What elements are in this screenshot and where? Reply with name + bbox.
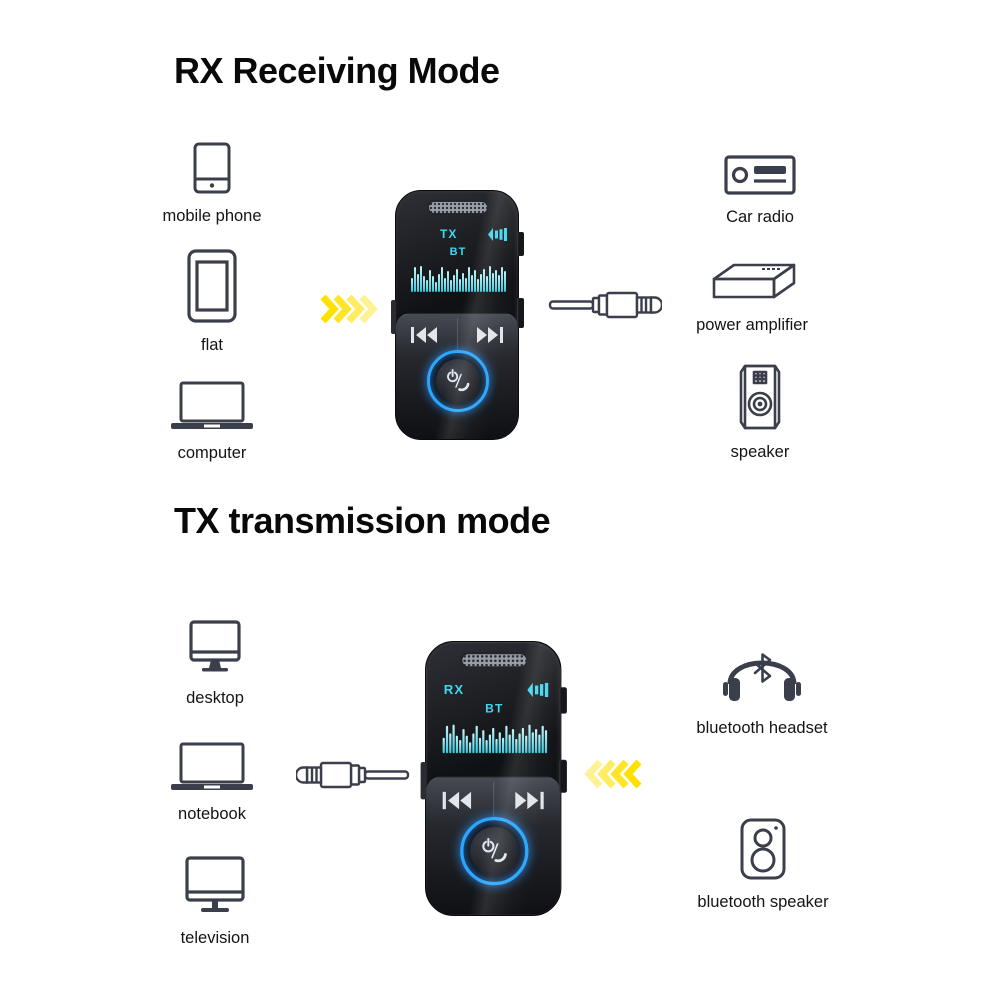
audio-waveform xyxy=(439,724,549,754)
target-power-amplifier: power amplifier xyxy=(672,253,832,335)
side-tab xyxy=(391,300,396,334)
tablet-icon xyxy=(187,249,237,323)
screen-mode-label: RX xyxy=(443,681,465,698)
target-label: power amplifier xyxy=(696,316,808,334)
laptop-icon xyxy=(169,381,255,431)
microphone-grille xyxy=(460,652,529,669)
power-call-button xyxy=(470,826,519,876)
controls-divider xyxy=(493,781,495,835)
screen-mode-label: TX xyxy=(440,227,458,241)
audio-waveform xyxy=(408,266,508,292)
laptop-icon xyxy=(169,742,255,792)
bluetooth-adapter-device: TX BT xyxy=(391,190,524,440)
target-bluetooth-speaker: bluetooth speaker xyxy=(688,818,838,912)
next-track-icon xyxy=(477,327,503,343)
source-desktop: desktop xyxy=(145,620,285,708)
power-button-ring xyxy=(427,350,489,412)
previous-track-icon xyxy=(442,791,472,810)
screen-bt-label: BT xyxy=(485,702,504,716)
speaker-icon xyxy=(736,364,784,430)
volume-icon xyxy=(527,682,549,697)
bluetooth-adapter-device: RX BT xyxy=(420,641,567,916)
device-screen: RX BT xyxy=(439,682,549,754)
source-label: computer xyxy=(177,444,247,462)
source-tablet: flat xyxy=(142,249,282,355)
side-button-icon xyxy=(517,232,524,256)
aux-cable-icon xyxy=(548,282,662,328)
volume-icon xyxy=(488,227,508,241)
source-mobile-phone: mobile phone xyxy=(142,142,282,226)
target-label: bluetooth speaker xyxy=(697,893,829,911)
rx-section-title: RX Receiving Mode xyxy=(174,50,500,91)
target-label: speaker xyxy=(730,443,790,461)
side-button-icon xyxy=(517,298,524,328)
controls-divider xyxy=(457,318,458,366)
target-car-radio: Car radio xyxy=(690,155,830,227)
device-controls xyxy=(426,776,561,915)
side-button-icon xyxy=(559,759,567,793)
source-notebook: notebook xyxy=(142,742,282,824)
device-body: RX BT xyxy=(425,641,562,916)
power-call-button xyxy=(436,359,480,403)
power-button-ring xyxy=(460,817,529,886)
target-bluetooth-headset: bluetooth headset xyxy=(682,648,842,738)
television-icon xyxy=(183,856,247,916)
arrows-right-icon xyxy=(320,294,378,324)
arrows-left-icon xyxy=(584,759,642,789)
target-speaker: speaker xyxy=(690,364,830,462)
tx-section-title: TX transmission mode xyxy=(174,500,551,541)
target-label: Car radio xyxy=(726,208,794,226)
car-radio-icon xyxy=(724,155,796,195)
source-computer: computer xyxy=(142,381,282,463)
side-button-icon xyxy=(559,687,567,714)
source-television: television xyxy=(145,856,285,948)
previous-track-icon xyxy=(411,327,437,343)
next-track-icon xyxy=(515,791,544,810)
target-label: bluetooth headset xyxy=(696,719,828,737)
side-tab xyxy=(420,762,427,800)
source-label: desktop xyxy=(186,689,244,707)
device-body: TX BT xyxy=(395,190,519,440)
aux-cable-icon xyxy=(296,752,410,798)
source-label: notebook xyxy=(178,805,246,823)
microphone-grille xyxy=(427,200,489,215)
power-amplifier-icon xyxy=(708,253,796,303)
source-label: mobile phone xyxy=(162,207,262,225)
bluetooth-speaker-icon xyxy=(739,818,787,880)
bluetooth-headset-icon xyxy=(720,648,804,706)
device-controls xyxy=(396,313,518,439)
source-label: flat xyxy=(200,336,223,354)
source-label: television xyxy=(180,929,250,947)
mobile-phone-icon xyxy=(193,142,231,194)
desktop-monitor-icon xyxy=(187,620,243,676)
device-screen: TX BT xyxy=(408,227,508,292)
screen-bt-label: BT xyxy=(449,246,467,258)
